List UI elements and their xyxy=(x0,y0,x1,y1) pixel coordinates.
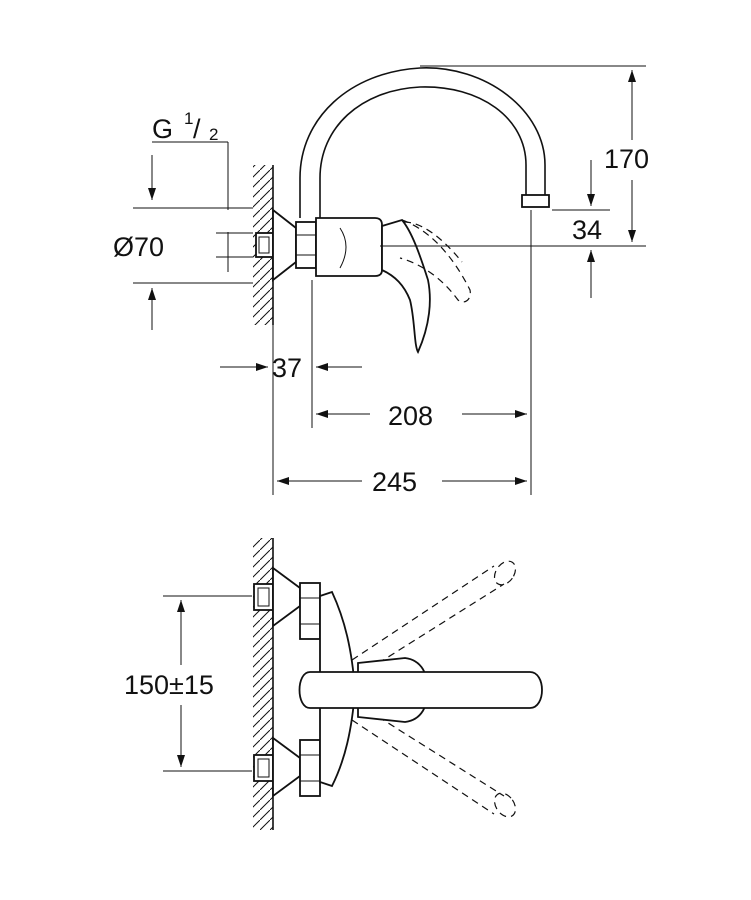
dim-offset: 37 xyxy=(220,280,362,495)
spout-axis-label: 34 xyxy=(572,215,602,245)
dim-flange-diameter: Ø70 xyxy=(113,232,253,330)
dim-spout-reach: 208 xyxy=(316,210,532,495)
dim-spout-height: 170 xyxy=(380,65,649,247)
spout-reach-label: 208 xyxy=(388,401,433,431)
flange xyxy=(272,208,297,282)
thread-slash: / xyxy=(193,114,201,144)
plan-view: 150±15 xyxy=(124,538,543,830)
flange-diameter-label: Ø70 xyxy=(113,232,164,262)
offset-label: 37 xyxy=(272,353,302,383)
thread-num: 1 xyxy=(184,109,193,128)
swivel-spout xyxy=(299,67,550,218)
total-reach-label: 245 xyxy=(372,467,417,497)
dim-thread: G 1 / 2 xyxy=(133,109,253,272)
center-distance-label: 150±15 xyxy=(124,670,214,700)
thread-den: 2 xyxy=(209,125,218,144)
mixer-body xyxy=(315,217,383,277)
lever-alt-position xyxy=(399,219,471,303)
side-view: G 1 / 2 Ø70 37 208 xyxy=(113,65,649,497)
dim-total-reach: 245 xyxy=(277,467,527,497)
dim-center-distance: 150±15 xyxy=(124,595,252,772)
thread-label: G xyxy=(152,114,173,144)
spout-height-label: 170 xyxy=(604,144,649,174)
hex-nut xyxy=(295,221,317,269)
lever-handle xyxy=(381,218,431,354)
lower-connection xyxy=(253,736,321,798)
dim-spout-axis: 34 xyxy=(552,160,610,298)
wall-bottom xyxy=(253,538,274,830)
spout-plan xyxy=(298,671,543,709)
